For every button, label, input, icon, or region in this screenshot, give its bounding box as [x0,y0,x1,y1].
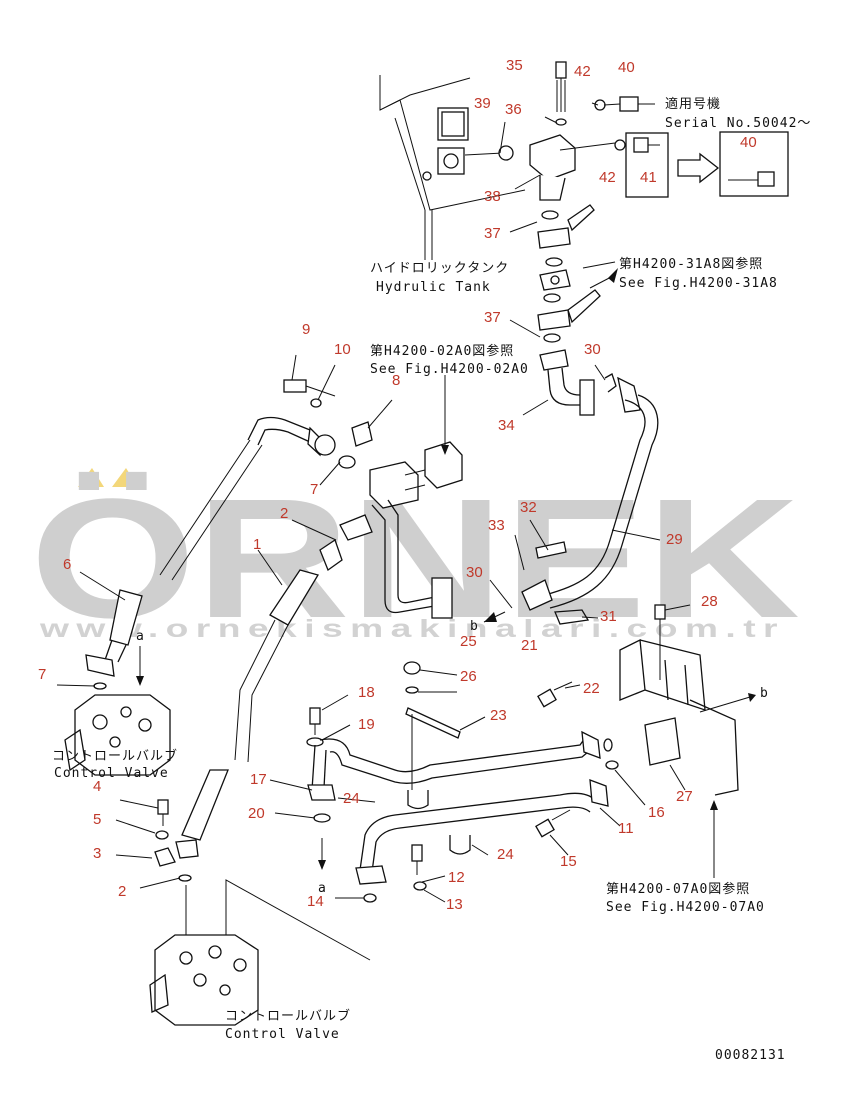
part-number: 9 [302,321,310,338]
part-number: 30 [584,341,601,358]
small-parts-left [154,799,176,867]
ref-02a0-en: See Fig.H4200-02A0 [370,362,529,377]
part-number: 38 [484,188,501,205]
part-number: 27 [676,788,693,805]
hose-1 [175,538,343,859]
part-39-plug [498,145,514,161]
ref-31a8-jp: 第H4200-31A8図参照 [619,256,763,272]
part-number: 32 [520,499,537,516]
hydraulic-tank [379,61,789,343]
arrow-a-upper-label: a [136,629,145,644]
part-number: 14 [307,893,324,910]
part-number: 42 [599,169,616,186]
part-number: 6 [63,556,71,573]
part-number: 11 [618,820,634,837]
part-number: 5 [93,811,101,828]
ref-07a0-en: See Fig.H4200-07A0 [606,900,765,915]
watermark-umlaut-left [78,468,104,487]
control-valve-upper [64,682,171,776]
part-number: 8 [392,372,400,389]
bracket-27-28 [603,604,739,796]
control-valve-1-en: Control Valve [54,766,169,781]
part-number: 24 [343,790,360,807]
part-number: 40 [618,59,635,76]
control-valve-2-en: Control Valve [225,1027,340,1042]
part-number: 7 [310,481,318,498]
part-number: 2 [118,883,126,900]
part-number: 37 [484,309,501,326]
part-number: 39 [474,95,491,112]
part-number: 40 [740,134,757,151]
part-number: 26 [460,668,477,685]
part-number: 20 [248,805,265,822]
part-number: 7 [38,666,46,683]
part-number: 17 [250,771,267,788]
part-number: 25 [460,633,477,650]
part-number: 34 [498,417,515,434]
ref-07a0-jp: 第H4200-07A0図参照 [606,881,750,897]
part-number: 13 [446,896,463,913]
ref-02a0-jp: 第H4200-02A0図参照 [370,343,514,359]
part-number: 31 [600,608,617,625]
part-number: 16 [648,804,665,821]
center-block [283,375,463,619]
part-number: 22 [583,680,600,697]
part-number: 41 [640,169,657,186]
part-number: 23 [490,707,507,724]
part-number: 30 [466,564,483,581]
part-number: 10 [334,341,351,358]
text-labels: ハイドロリックタンク Hydrulic Tank 適用号機 Serial No.… [52,96,811,1063]
control-valve-1-jp: コントロールバルブ [52,748,178,764]
reference-arrows [136,268,756,878]
leader-lines [56,102,691,903]
part-number: 28 [701,593,718,610]
part-number: 4 [93,778,101,795]
arrow-b-right-label: b [760,686,769,701]
part-number: 21 [521,637,538,654]
figure-number: 00082131 [715,1048,786,1063]
serial-jp: 適用号機 [665,96,721,112]
part-number: 36 [505,101,522,118]
part-number: 15 [560,853,577,870]
part-number: 19 [358,716,375,733]
watermark-url: www.ornekismakinalari.com.tr [39,615,785,643]
part-number: 24 [497,846,514,863]
ref-31a8-en: See Fig.H4200-31A8 [619,276,778,291]
serial-en: Serial No.50042～ [665,116,811,131]
part-number: 12 [448,869,465,886]
hydraulic-tank-en: Hydrulic Tank [376,280,491,295]
control-valve-lower [149,874,371,1026]
control-valve-2-jp: コントロールバルブ [225,1008,351,1024]
arrow-b-left-label: b [470,619,479,634]
hose-6 [85,416,336,677]
part-number: 29 [666,531,683,548]
part-number: 42 [574,63,591,80]
part-number: 33 [488,517,505,534]
part-number: 3 [93,845,101,862]
pipe-34-hose-29 [521,349,659,625]
part-number: 1 [253,536,261,553]
hydraulic-tank-jp: ハイドロリックタンク [370,261,509,276]
part-number: 35 [506,57,523,74]
part-numbers: 35 42 40 39 36 42 41 40 38 37 37 9 10 8 … [38,57,757,913]
part-number: 18 [358,684,375,701]
part-number: 2 [280,505,288,522]
arrow-a-lower-label: a [318,881,327,896]
lower-pipes [306,661,609,903]
watermark-umlaut-right [112,468,138,487]
part-number: 37 [484,225,501,242]
